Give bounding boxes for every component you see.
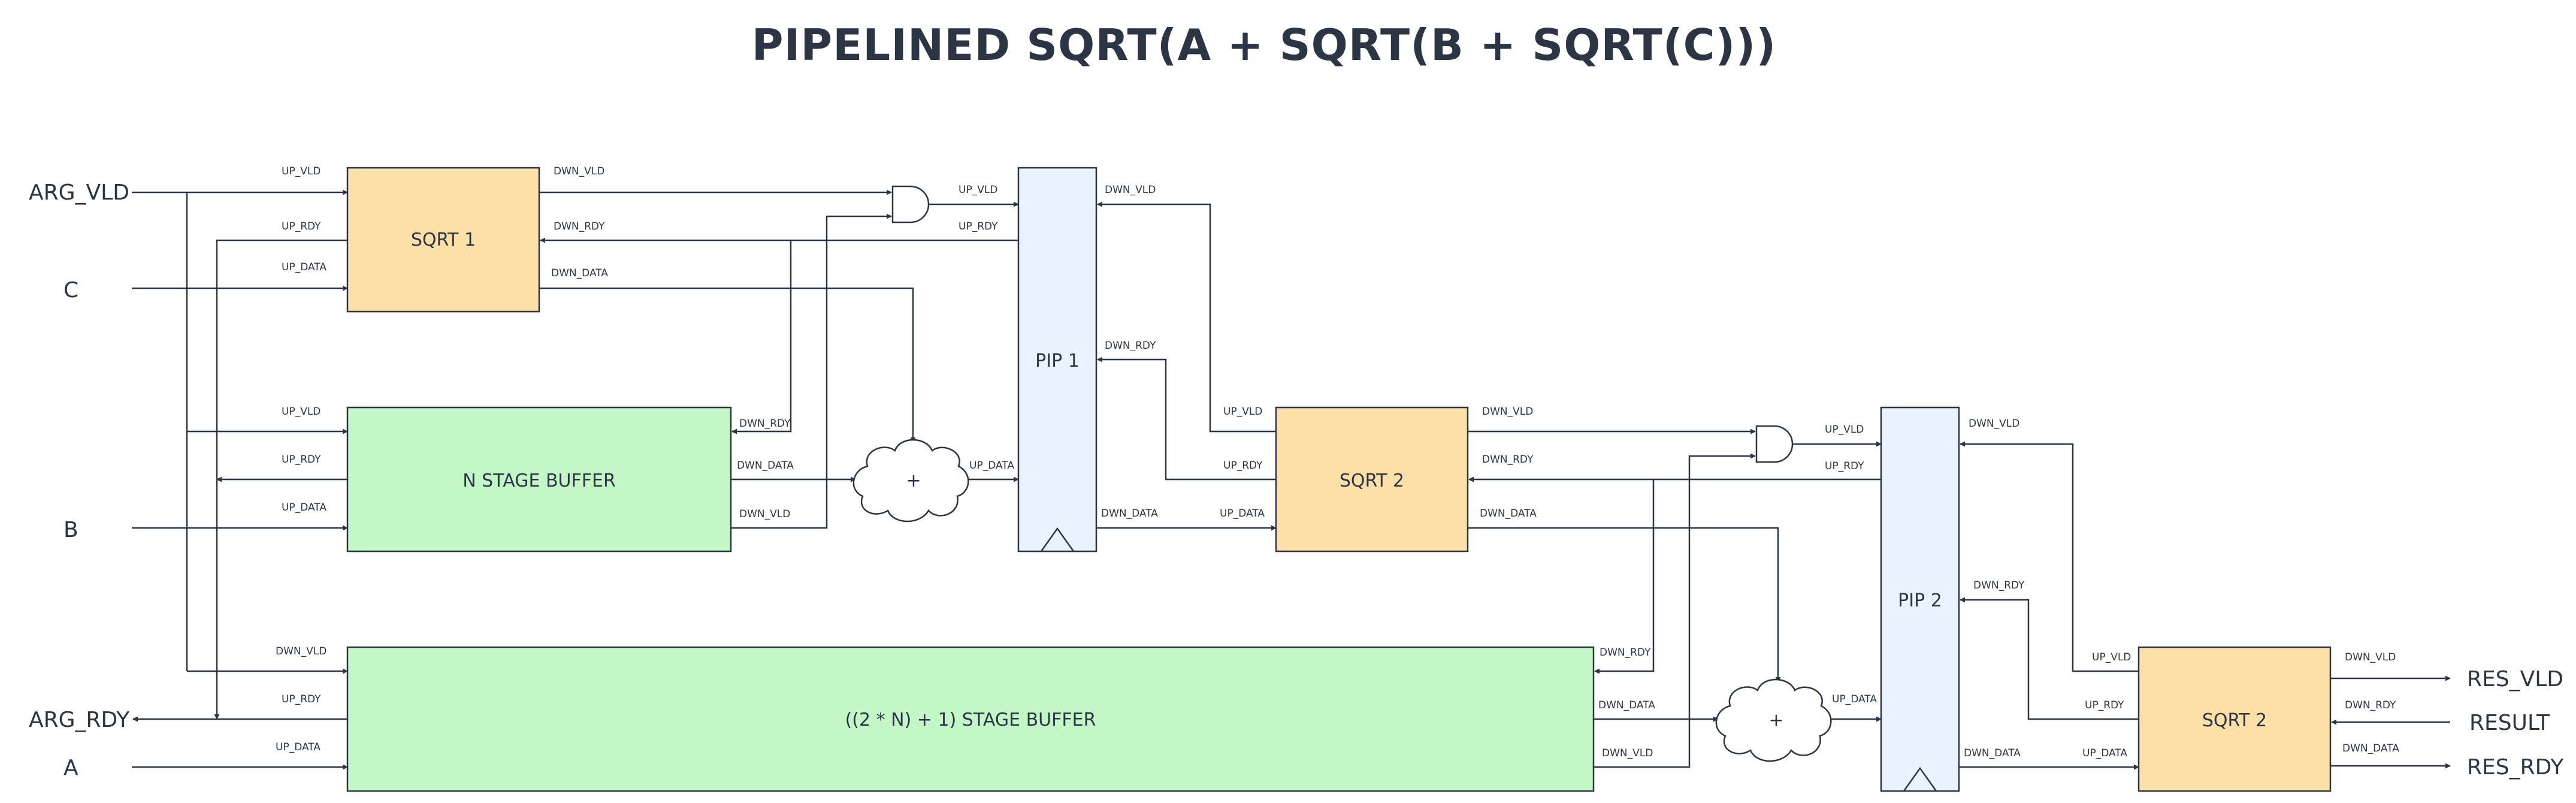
sig-sqrt2-up-rdy: UP_RDY [1223,460,1263,472]
port-arg-vld: ARG_VLD [29,180,129,205]
sig-pip1-dwn-data: DWN_DATA [1101,508,1158,520]
cloud-2-icon [1715,678,1832,762]
port-arg-rdy: ARG_RDY [29,708,130,732]
wire-rdy-to-bigbuf [1594,479,1655,674]
sig-out-up-data: UP_DATA [2082,747,2127,759]
wire-bigbuf-dwn-vld [1594,453,1756,768]
sig-sqrt1-dwn-vld: DWN_VLD [554,165,604,177]
wire-sqrt2-up-vld [1097,201,1276,433]
sqrt2-mid-label: SQRT 2 [1340,470,1404,491]
wire-nbuf-dwn-vld [731,213,892,529]
adder-2-plus: + [1768,710,1783,731]
sig-sqrt1-up-vld: UP_VLD [282,165,321,177]
sig-pip2-up-vld: UP_VLD [1825,424,1864,436]
sig-out-dwn-vld: DWN_VLD [2345,651,2396,663]
and-gate-2-icon [1755,425,1794,463]
sig-pip1-dwn-vld: DWN_VLD [1105,184,1156,196]
wire-rdy-to-nbuf [731,240,792,434]
sig-nbuf-dwn-rdy: DWN_RDY [739,418,791,430]
sqrt1-label: SQRT 1 [411,230,476,250]
pip1-clock-icon [1040,527,1075,552]
sig-bigbuf-up-rdy: UP_RDY [282,693,321,705]
signal-labels: UP_VLD UP_RDY UP_DATA DWN_VLD DWN_RDY DW… [276,165,2399,759]
and-gate-1-icon [891,185,930,224]
sig-nbuf-up-rdy: UP_RDY [282,454,321,466]
adder-cloud-2: + [1715,678,1832,762]
pip1-label: PIP 1 [1035,351,1080,372]
port-res-vld: RES_VLD [2467,667,2563,692]
sig-out-up-vld: UP_VLD [2092,651,2131,663]
sig-sqrt2-dwn-data: DWN_DATA [1480,508,1537,520]
block-2n1-stage-buffer: ((2 * N) + 1) STAGE BUFFER [346,646,1595,792]
sig-bigbuf-up-data: UP_DATA [276,741,321,753]
sig-sqrt1-dwn-rdy: DWN_RDY [554,221,605,233]
wire-sqrt1-up-rdy [214,239,347,720]
sig-pip1-up-data: UP_DATA [969,460,1014,472]
sig-nbuf-dwn-data: DWN_DATA [737,460,794,472]
sig-sqrt2-up-vld: UP_VLD [1223,406,1262,418]
sig-sqrt1-up-rdy: UP_RDY [282,221,321,233]
sig-pip1-up-rdy: UP_RDY [959,221,998,233]
sig-sqrt2-up-data: UP_DATA [1220,508,1265,520]
wire-pip1-dwn-rdy [1097,357,1276,481]
cloud-1-icon [852,439,969,523]
pip2-clock-icon [1903,766,1937,792]
block-sqrt1: SQRT 1 [346,167,540,313]
adder-cloud-1: + [852,439,969,523]
block-pip1: PIP 1 [1017,167,1097,553]
sig-pip1-dwn-rdy: DWN_RDY [1105,340,1156,352]
sig-out-up-rdy: UP_RDY [2085,699,2124,711]
sig-bigbuf-dwn-data: DWN_DATA [1598,699,1655,711]
port-result: RESULT [2469,711,2550,735]
block-sqrt2-mid: SQRT 2 [1275,406,1469,553]
sig-pip2-dwn-rdy: DWN_RDY [1973,579,2025,591]
sig-sqrt1-dwn-data: DWN_DATA [551,267,608,279]
sig-pip2-dwn-data: DWN_DATA [1964,747,2021,759]
sig-sqrt1-up-data: UP_DATA [282,261,326,273]
sig-out-dwn-rdy: DWN_RDY [2345,699,2396,711]
block-sqrt2-out: SQRT 2 [2137,646,2332,792]
sig-nbuf-up-vld: UP_VLD [282,406,321,418]
diagram-title: PIPELINED SQRT(A + SQRT(B + SQRT(C))) [752,20,1776,70]
port-a: A [64,756,78,780]
sig-bigbuf-dwn-vld: DWN_VLD [1602,747,1653,759]
block-pip2: PIP 2 [1880,406,1960,792]
sig-sqrt2-dwn-rdy: DWN_RDY [1482,454,1534,466]
sqrt2-out-label: SQRT 2 [2202,710,2267,731]
sig-bigbuf-dwn-rdy: DWN_RDY [1600,647,1651,659]
sig-nbuf-up-data: UP_DATA [282,502,326,514]
port-res-rdy: RES_RDY [2467,755,2564,780]
wires [132,189,2451,770]
wire-sqrt2-dwn-data [1468,527,1781,683]
wire-sqrt1-dwn-data [539,287,916,443]
port-c: C [64,278,78,303]
n-stage-buffer-label: N STAGE BUFFER [462,470,616,491]
adder-1-plus: + [906,470,921,491]
sig-out-dwn-data: DWN_DATA [2342,742,2399,754]
pip2-label: PIP 2 [1898,590,1942,611]
sig-pip2-dwn-vld: DWN_VLD [1969,418,2019,430]
wire-pip2-dwn-rdy [1960,597,2139,720]
sig-pip2-up-data: UP_DATA [1832,693,1877,705]
sig-nbuf-dwn-vld: DWN_VLD [739,508,790,520]
sig-bigbuf-dwn-vld-in: DWN_VLD [276,645,326,657]
2n1-stage-buffer-label: ((2 * N) + 1) STAGE BUFFER [845,710,1096,730]
block-n-stage-buffer: N STAGE BUFFER [346,406,732,553]
sig-pip1-up-vld: UP_VLD [959,184,997,196]
sig-pip2-up-rdy: UP_RDY [1825,460,1864,472]
wire-out-up-vld [1960,441,2139,672]
port-b: B [64,518,78,542]
sig-sqrt2-dwn-vld: DWN_VLD [1482,406,1533,418]
